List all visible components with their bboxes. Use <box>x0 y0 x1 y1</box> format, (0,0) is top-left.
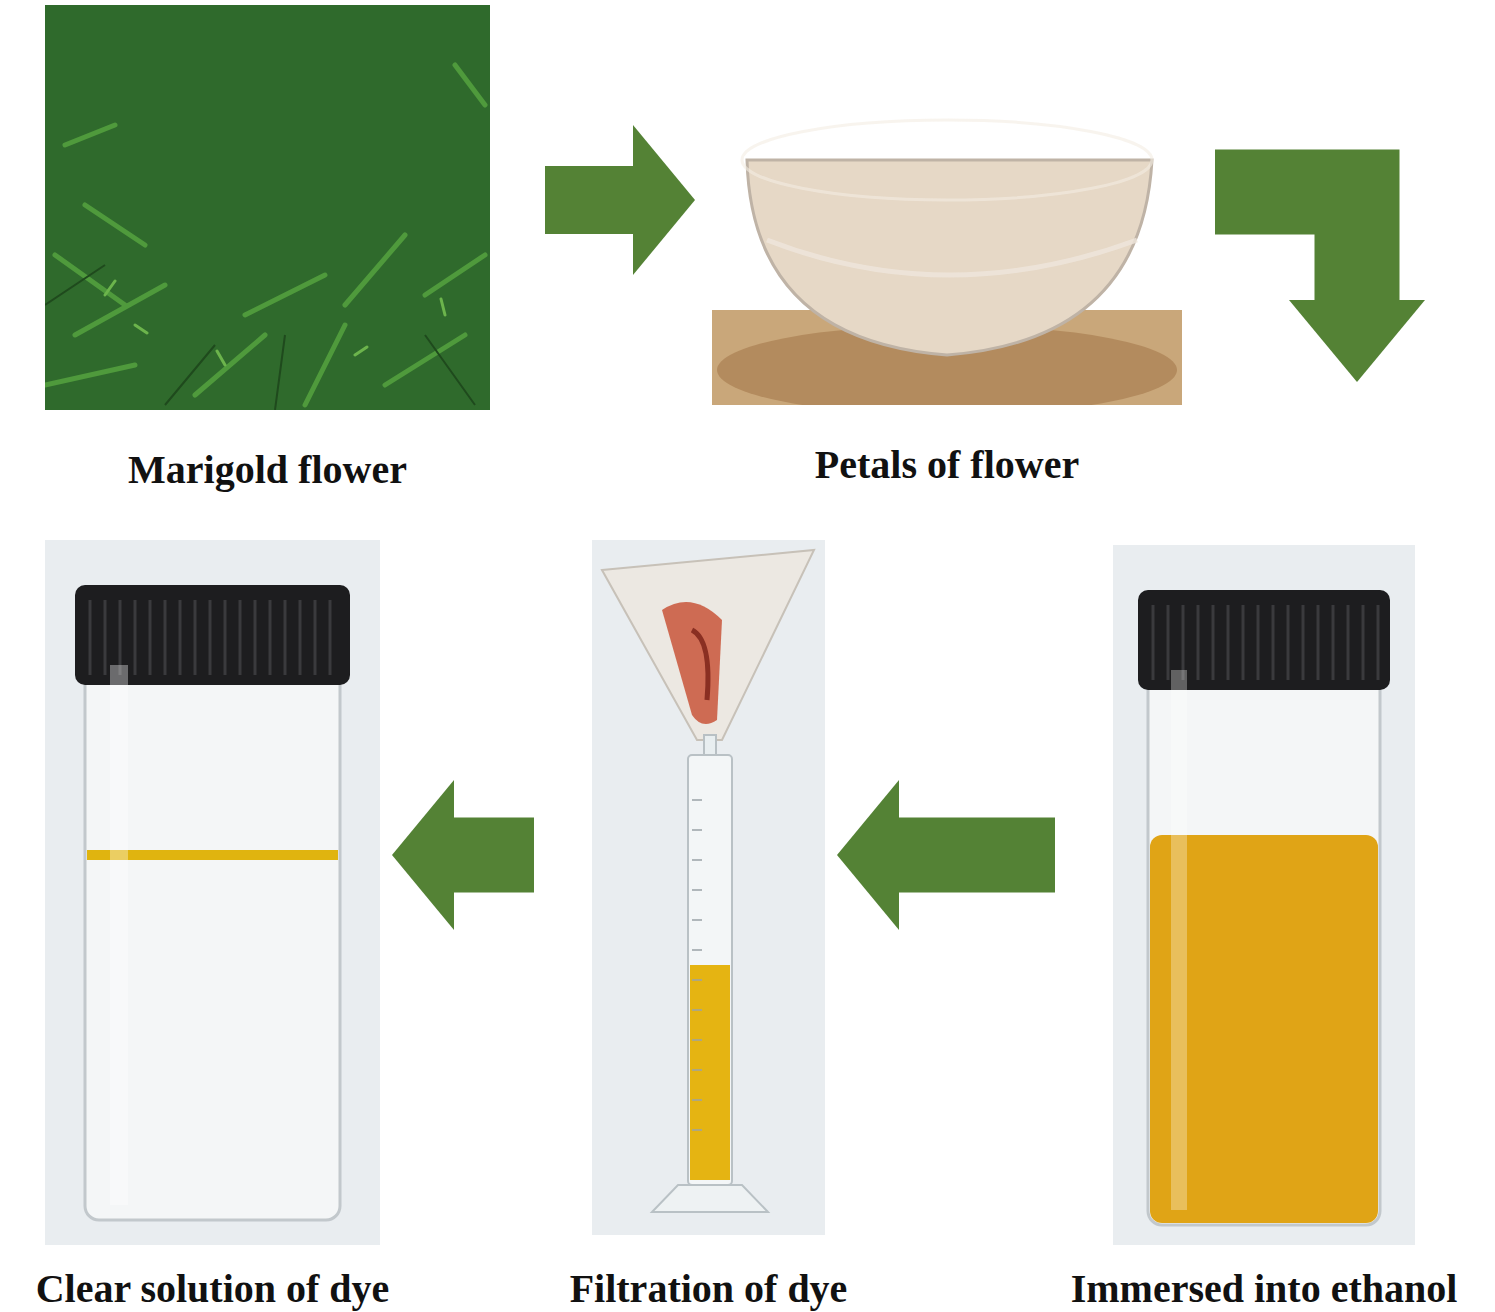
step-caption: Filtration of dye <box>570 1267 848 1311</box>
petals-photo <box>712 10 1182 405</box>
process-step: Marigold flower <box>45 5 490 492</box>
dye-vial-photo <box>45 540 380 1245</box>
block-arrow <box>837 780 1055 930</box>
block-arrow <box>392 780 534 930</box>
process-step: Immersed into ethanol <box>1113 545 1415 1311</box>
step-caption: Petals of flower <box>815 443 1079 487</box>
ethanol-vial-photo <box>1113 545 1415 1245</box>
step-caption: Clear solution of dye <box>36 1267 390 1311</box>
block-arrow <box>545 125 695 275</box>
marigold-photo <box>45 5 490 410</box>
step-caption: Immersed into ethanol <box>1071 1267 1458 1311</box>
step-caption: Marigold flower <box>128 448 407 492</box>
block-arrow <box>1215 192 1425 382</box>
process-step: Filtration of dye <box>592 540 825 1311</box>
filtration-photo <box>592 540 825 1235</box>
process-step: Clear solution of dye <box>45 540 380 1311</box>
process-step: Petals of flower <box>712 10 1182 487</box>
